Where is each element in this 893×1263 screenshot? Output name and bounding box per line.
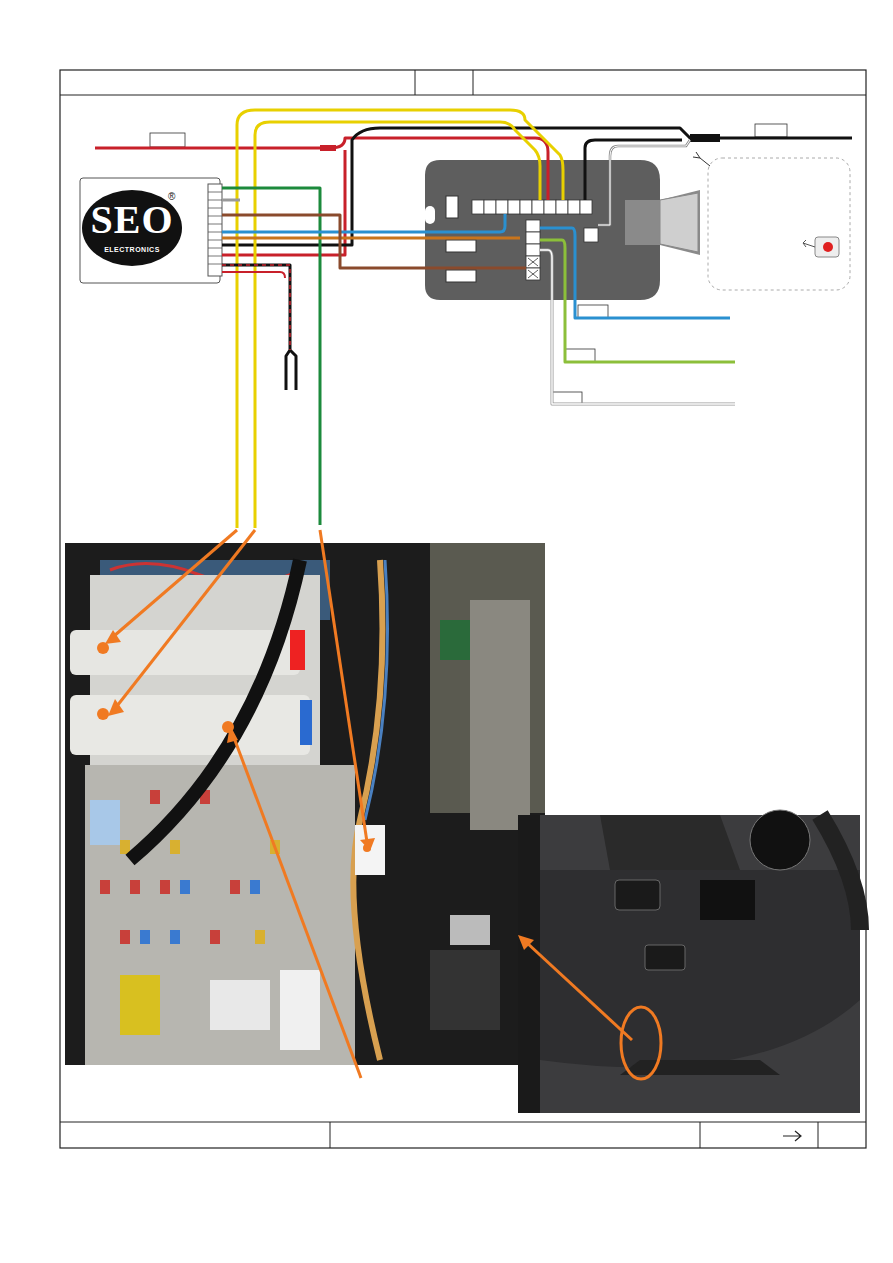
logo-text: SEO bbox=[82, 200, 182, 240]
logo-subtext: ELECTRONICS bbox=[82, 246, 182, 253]
trademark-mark: ® bbox=[168, 192, 175, 202]
logo-box: SEO ELECTRONICS bbox=[82, 192, 182, 266]
